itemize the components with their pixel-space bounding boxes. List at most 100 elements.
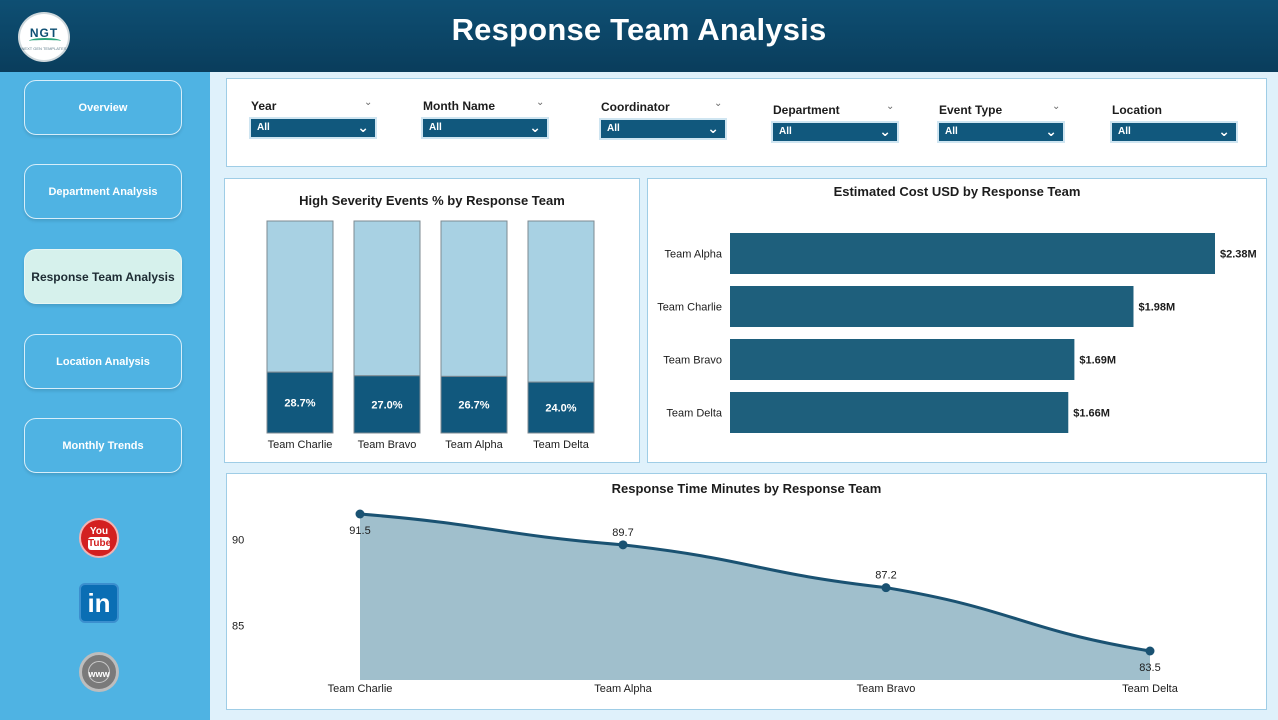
category-label: Team Charlie bbox=[657, 302, 722, 314]
data-point bbox=[618, 540, 628, 550]
data-label: $1.98M bbox=[1138, 302, 1175, 314]
filter-label: Coordinator bbox=[601, 100, 670, 114]
event-type-dropdown[interactable]: All ⌄ bbox=[937, 121, 1065, 143]
youtube-icon[interactable]: You Tube bbox=[79, 518, 119, 558]
logo-text: NGT bbox=[29, 26, 59, 40]
logo-swoosh-icon bbox=[29, 38, 61, 44]
data-label: $2.38M bbox=[1220, 249, 1257, 261]
department-dropdown[interactable]: All ⌄ bbox=[771, 121, 899, 143]
chevron-down-icon: ⌄ bbox=[707, 120, 719, 136]
category-label: Team Alpha bbox=[445, 439, 503, 451]
nav-monthly-trends-button[interactable]: Monthly Trends bbox=[24, 418, 182, 473]
data-label: 83.5 bbox=[1139, 662, 1160, 674]
data-label: $1.69M bbox=[1079, 355, 1116, 367]
bar-remainder bbox=[353, 220, 421, 377]
area-fill bbox=[360, 514, 1150, 680]
y-tick-label: 85 bbox=[232, 620, 244, 632]
category-label: Team Charlie bbox=[268, 439, 333, 451]
y-tick-label: 90 bbox=[232, 535, 244, 547]
bar-remainder bbox=[266, 220, 334, 373]
youtube-icon-tube: Tube bbox=[88, 537, 112, 550]
main-content: Year ⌄ All ⌄ Month Name ⌄ All ⌄ Coordina… bbox=[210, 72, 1278, 720]
filter-value: All bbox=[429, 122, 442, 133]
bar bbox=[730, 233, 1215, 274]
website-icon-text: www bbox=[88, 669, 110, 679]
estimated-cost-chart: Team Alpha $2.38M Team Charlie $1.98M Team B… bbox=[657, 233, 1257, 433]
data-point bbox=[1145, 646, 1155, 656]
month-name-dropdown[interactable]: All ⌄ bbox=[421, 117, 549, 139]
filter-label: Event Type bbox=[939, 103, 1003, 117]
bar-value bbox=[266, 371, 334, 434]
category-label: Team Bravo bbox=[857, 683, 916, 695]
ngt-logo: NGT NEXT GEN TEMPLATES bbox=[18, 12, 70, 62]
filter-value: All bbox=[607, 123, 620, 134]
category-label: Team Delta bbox=[666, 408, 723, 420]
data-point bbox=[355, 509, 365, 519]
estimated-cost-chart-panel: Estimated Cost USD by Response Team Team… bbox=[647, 178, 1267, 463]
data-label: 28.7% bbox=[284, 398, 315, 410]
bar-value bbox=[440, 375, 508, 434]
high-severity-chart-panel: High Severity Events % by Response Team … bbox=[224, 178, 640, 463]
category-label: Team Bravo bbox=[663, 355, 722, 367]
nav-department-analysis-button[interactable]: Department Analysis bbox=[24, 164, 182, 219]
chevron-down-icon[interactable]: ⌄ bbox=[364, 97, 373, 108]
nav-response-team-analysis-button[interactable]: Response Team Analysis bbox=[24, 249, 182, 304]
chevron-down-icon: ⌄ bbox=[529, 119, 541, 135]
filter-value: All bbox=[945, 126, 958, 137]
data-label: 27.0% bbox=[371, 399, 402, 411]
filter-label: Year bbox=[251, 99, 277, 113]
data-label: 26.7% bbox=[458, 400, 489, 412]
globe-ring bbox=[88, 661, 110, 683]
chevron-down-icon[interactable]: ⌄ bbox=[1052, 101, 1061, 112]
data-label: 24.0% bbox=[545, 403, 576, 415]
category-label: Team Bravo bbox=[358, 439, 417, 451]
chevron-down-icon: ⌄ bbox=[357, 119, 369, 135]
filter-value: All bbox=[1118, 126, 1131, 137]
series-line bbox=[359, 512, 1151, 653]
page-title: Response Team Analysis bbox=[451, 12, 827, 47]
filters-panel: Year ⌄ All ⌄ Month Name ⌄ All ⌄ Coordina… bbox=[226, 78, 1267, 167]
nav-location-analysis-button[interactable]: Location Analysis bbox=[24, 334, 182, 389]
filter-value: All bbox=[257, 122, 270, 133]
chevron-down-icon: ⌄ bbox=[1218, 123, 1230, 139]
response-time-chart-panel: Response Time Minutes by Response Team 9… bbox=[226, 473, 1267, 710]
location-dropdown[interactable]: All ⌄ bbox=[1110, 121, 1238, 143]
filter-label: Month Name bbox=[423, 99, 495, 113]
nav-overview-button[interactable]: Overview bbox=[24, 80, 182, 135]
category-label: Team Delta bbox=[533, 439, 590, 451]
bar-value bbox=[527, 381, 595, 434]
chevron-down-icon[interactable]: ⌄ bbox=[886, 101, 895, 112]
bar bbox=[730, 339, 1075, 380]
header-bar: NGT NEXT GEN TEMPLATES Response Team Ana… bbox=[0, 0, 1278, 72]
youtube-icon-you: You bbox=[89, 526, 109, 537]
chevron-down-icon: ⌄ bbox=[879, 123, 891, 139]
data-label: 89.7 bbox=[612, 527, 633, 539]
filter-label: Department bbox=[773, 103, 840, 117]
category-label: Team Alpha bbox=[665, 249, 723, 261]
chart-title: High Severity Events % by Response Team bbox=[299, 193, 565, 208]
chart-title: Estimated Cost USD by Response Team bbox=[833, 184, 1081, 199]
data-label: 87.2 bbox=[875, 570, 896, 582]
chevron-down-icon: ⌄ bbox=[1045, 123, 1057, 139]
chevron-down-icon[interactable]: ⌄ bbox=[714, 98, 723, 109]
data-point bbox=[881, 583, 891, 593]
linkedin-icon[interactable]: in bbox=[79, 583, 119, 623]
data-label: 91.5 bbox=[349, 525, 370, 537]
bar-value bbox=[353, 375, 421, 434]
high-severity-chart: 28.7% Team Charlie 27.0% Team Bravo 26.7% Tea… bbox=[266, 220, 595, 451]
bar bbox=[730, 286, 1134, 327]
logo-subtext: NEXT GEN TEMPLATES bbox=[21, 46, 67, 51]
filter-value: All bbox=[779, 126, 792, 137]
year-dropdown[interactable]: All ⌄ bbox=[249, 117, 377, 139]
chevron-down-icon[interactable]: ⌄ bbox=[536, 97, 545, 108]
coordinator-dropdown[interactable]: All ⌄ bbox=[599, 118, 727, 140]
filter-label: Location bbox=[1112, 103, 1162, 117]
bar bbox=[730, 392, 1069, 433]
chart-title: Response Time Minutes by Response Team bbox=[611, 481, 882, 496]
bar-remainder bbox=[440, 220, 508, 377]
data-label: $1.66M bbox=[1073, 408, 1110, 420]
website-globe-icon[interactable]: www bbox=[79, 652, 119, 692]
bar-remainder bbox=[527, 220, 595, 383]
category-label: Team Charlie bbox=[328, 683, 393, 695]
